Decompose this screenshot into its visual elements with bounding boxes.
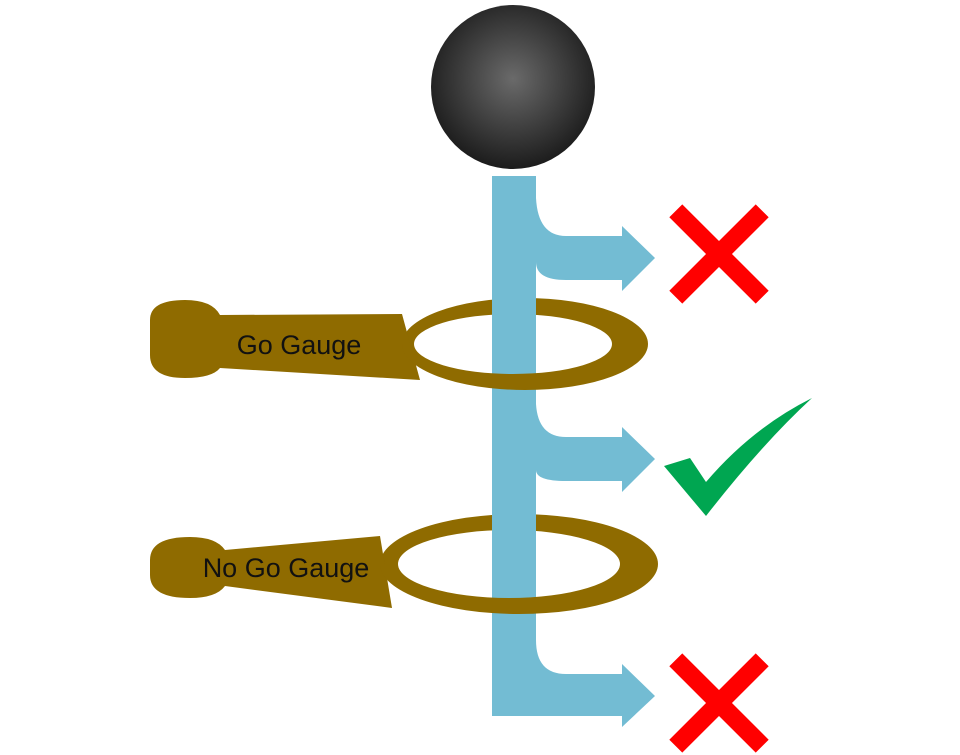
flow-pipe — [492, 176, 655, 727]
cross-icon — [669, 204, 769, 304]
flow-branch-bottom — [492, 600, 655, 727]
ball-icon — [431, 5, 595, 169]
no-go-gauge-handle — [150, 536, 392, 608]
go-gauge-label: Go Gauge — [237, 330, 362, 360]
go-gauge: Go Gauge — [150, 300, 648, 390]
go-gauge-ring-back — [402, 298, 648, 344]
cross-icon — [669, 653, 769, 753]
no-go-gauge: No Go Gauge — [150, 536, 658, 614]
flow-branch-top — [536, 198, 655, 291]
no-go-gauge-label: No Go Gauge — [203, 553, 370, 583]
flow-branch-middle — [536, 404, 655, 492]
check-icon — [664, 398, 812, 516]
go-gauge-ring-front — [402, 344, 648, 390]
no-go-gauge-ring-back — [380, 514, 658, 564]
no-go-gauge-ring-front — [380, 564, 658, 614]
go-gauge-handle — [150, 300, 420, 380]
